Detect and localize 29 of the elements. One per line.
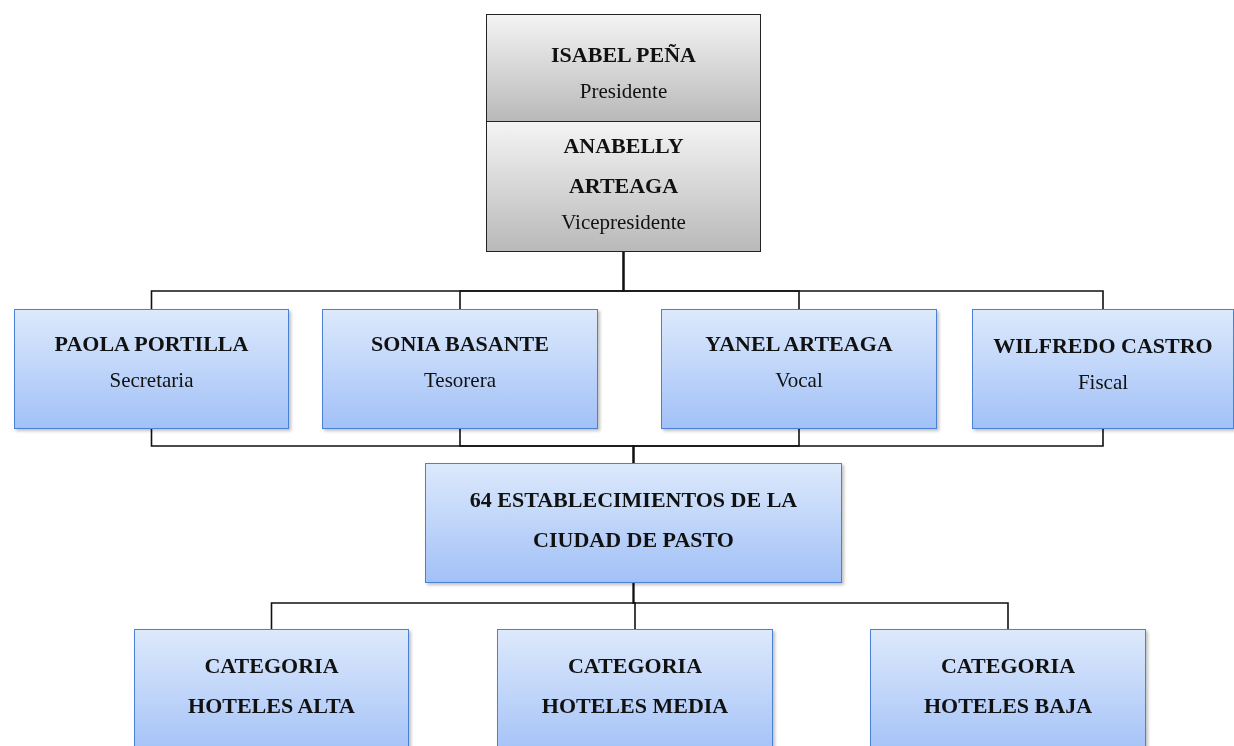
role-title: Fiscal bbox=[1077, 369, 1129, 396]
org-box bbox=[14, 309, 289, 429]
person-name: WILFREDO CASTRO bbox=[993, 332, 1213, 360]
org-box bbox=[425, 463, 842, 583]
box-label: 64 ESTABLECIMIENTOS DE LA CIUDAD DE PASTO bbox=[468, 486, 799, 554]
connector-line bbox=[632, 428, 1104, 464]
person-name: YANEL ARTEAGA bbox=[705, 330, 893, 358]
org-box bbox=[486, 14, 761, 122]
box-label: CATEGORIA HOTELES ALTA bbox=[187, 652, 356, 720]
person-name: SONIA BASANTE bbox=[371, 330, 549, 358]
org-box bbox=[972, 309, 1234, 429]
role-title: Tesorera bbox=[424, 367, 496, 394]
connector-line bbox=[622, 251, 1104, 310]
person-name: ISABEL PEÑA bbox=[551, 41, 696, 69]
role-title: Vocal bbox=[775, 367, 823, 394]
org-box bbox=[486, 121, 761, 252]
role-title: Secretaria bbox=[109, 367, 194, 394]
person-name: ANABELLY ARTEAGA bbox=[562, 132, 685, 200]
org-box bbox=[661, 309, 937, 429]
person-name: PAOLA PORTILLA bbox=[54, 330, 249, 358]
connector-line bbox=[632, 582, 1009, 630]
role-title: Vicepresidente bbox=[561, 209, 686, 236]
org-box bbox=[497, 629, 773, 746]
org-box bbox=[870, 629, 1146, 746]
role-title: Presidente bbox=[579, 78, 668, 105]
org-box bbox=[322, 309, 598, 429]
box-label: CATEGORIA HOTELES MEDIA bbox=[540, 652, 730, 720]
box-label: CATEGORIA HOTELES BAJA bbox=[922, 652, 1094, 720]
org-box bbox=[134, 629, 409, 746]
